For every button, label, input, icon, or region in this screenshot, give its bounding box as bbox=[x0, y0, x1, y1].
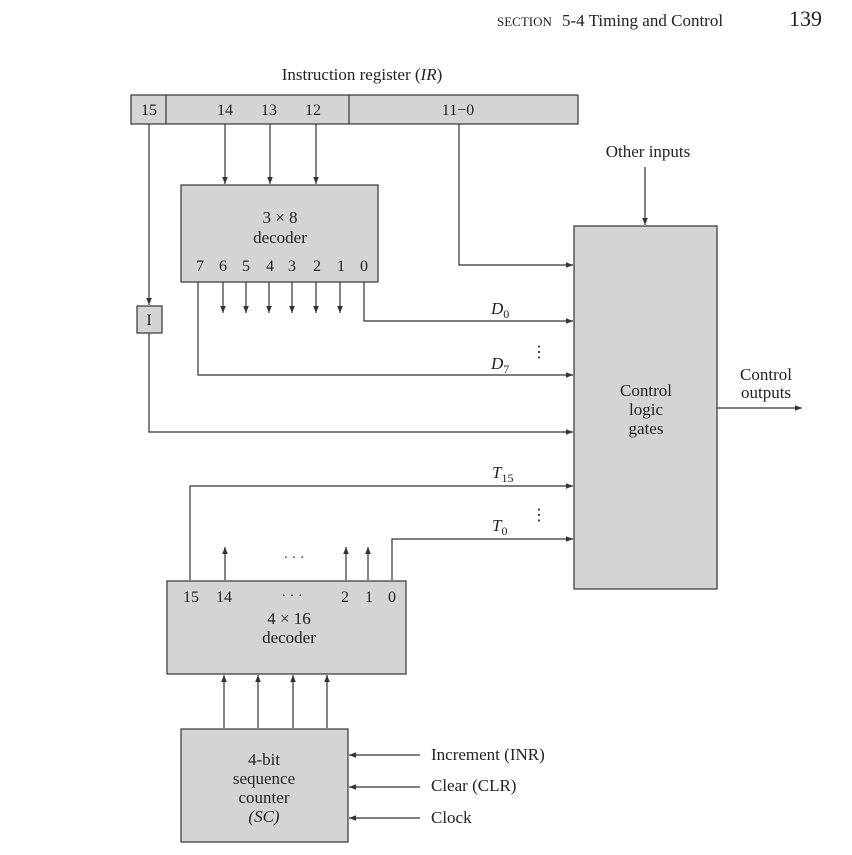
decoder-4x16: 15 14 · · · 2 1 0 4 × 16 decoder bbox=[166, 580, 407, 675]
header-section-prefix: SECTION bbox=[497, 14, 553, 29]
wire-t15 bbox=[189, 483, 573, 580]
sc-line-1: 4-bit bbox=[248, 750, 280, 769]
wire-i-to-control bbox=[148, 333, 573, 435]
wire-d0 bbox=[363, 282, 573, 324]
hdots-decoder16-outputs: · · · bbox=[284, 551, 305, 566]
control-logic-line-1: Control bbox=[620, 381, 672, 400]
sequence-counter: 4-bit sequence counter (SC) bbox=[180, 728, 349, 843]
ir-register-box bbox=[130, 94, 579, 125]
control-outputs-line-2: outputs bbox=[741, 383, 791, 402]
other-inputs-label: Other inputs bbox=[606, 142, 691, 161]
label-t15: T15 bbox=[492, 463, 513, 485]
sc-line-2: sequence bbox=[233, 769, 295, 788]
decoder-3x8-output-6: 6 bbox=[219, 258, 227, 275]
decoder-4x16-output-14: 14 bbox=[216, 589, 232, 606]
decoder-3x8: 3 × 8 decoder 7 6 5 4 3 2 1 0 bbox=[180, 184, 379, 283]
clear-label: Clear (CLR) bbox=[431, 776, 516, 795]
sc-line-4: (SC) bbox=[248, 807, 280, 826]
increment-label: Increment (INR) bbox=[431, 745, 545, 764]
decoder-3x8-size: 3 × 8 bbox=[262, 208, 297, 227]
i-flipflop-box bbox=[136, 305, 163, 334]
page-number: 139 bbox=[789, 6, 822, 31]
decoder-3x8-output-7: 7 bbox=[196, 258, 204, 275]
ir-title: Instruction register (IR) bbox=[282, 65, 443, 84]
instruction-register: Instruction register (IR) 15 14 13 12 11… bbox=[130, 65, 579, 125]
decoder-4x16-dots: · · · bbox=[282, 589, 303, 604]
i-flipflop-label: I bbox=[146, 312, 151, 329]
page-header: SECTION 5-4 Timing and Control 139 bbox=[497, 6, 822, 31]
decoder-3x8-output-0: 0 bbox=[360, 258, 368, 275]
decoder-4x16-size: 4 × 16 bbox=[267, 609, 311, 628]
wire-d7 bbox=[197, 282, 573, 378]
vdots-d: ⋮ bbox=[531, 344, 547, 361]
sc-line-3: counter bbox=[239, 788, 290, 807]
ir-bit-14: 14 bbox=[217, 102, 233, 119]
ir-bits-11-0: 11−0 bbox=[442, 102, 474, 119]
header-section-title: 5-4 Timing and Control bbox=[562, 11, 723, 30]
wire-t0 bbox=[391, 536, 573, 580]
decoder-3x8-output-4: 4 bbox=[266, 258, 274, 275]
control-logic-line-3: gates bbox=[629, 419, 664, 438]
control-logic-line-2: logic bbox=[629, 400, 663, 419]
vdots-t: ⋮ bbox=[531, 507, 547, 524]
decoder-4x16-output-1: 1 bbox=[365, 589, 373, 606]
decoder-3x8-output-3: 3 bbox=[288, 258, 296, 275]
decoder-3x8-output-1: 1 bbox=[337, 258, 345, 275]
ir-bit-12: 12 bbox=[305, 102, 321, 119]
control-logic-box bbox=[573, 225, 718, 590]
control-logic-gates: Control logic gates bbox=[573, 225, 718, 590]
ir-bit-13: 13 bbox=[261, 102, 277, 119]
sequence-counter-box bbox=[180, 728, 349, 843]
label-d0: D0 bbox=[490, 299, 509, 321]
control-outputs-line-1: Control bbox=[740, 365, 792, 384]
ir-bit-15: 15 bbox=[141, 102, 157, 119]
wire-ir-address bbox=[458, 124, 573, 268]
decoder-3x8-output-2: 2 bbox=[313, 258, 321, 275]
decoder-4x16-output-15: 15 bbox=[183, 589, 199, 606]
decoder-4x16-box bbox=[166, 580, 407, 675]
decoder-3x8-box bbox=[180, 184, 379, 283]
label-t0: T0 bbox=[492, 516, 507, 538]
clock-label: Clock bbox=[431, 808, 472, 827]
decoder-4x16-output-2: 2 bbox=[341, 589, 349, 606]
decoder-4x16-label: decoder bbox=[262, 628, 316, 647]
decoder-3x8-output-5: 5 bbox=[242, 258, 250, 275]
label-d7: D7 bbox=[490, 354, 509, 376]
decoder-3x8-label: decoder bbox=[253, 228, 307, 247]
decoder-4x16-output-0: 0 bbox=[388, 589, 396, 606]
